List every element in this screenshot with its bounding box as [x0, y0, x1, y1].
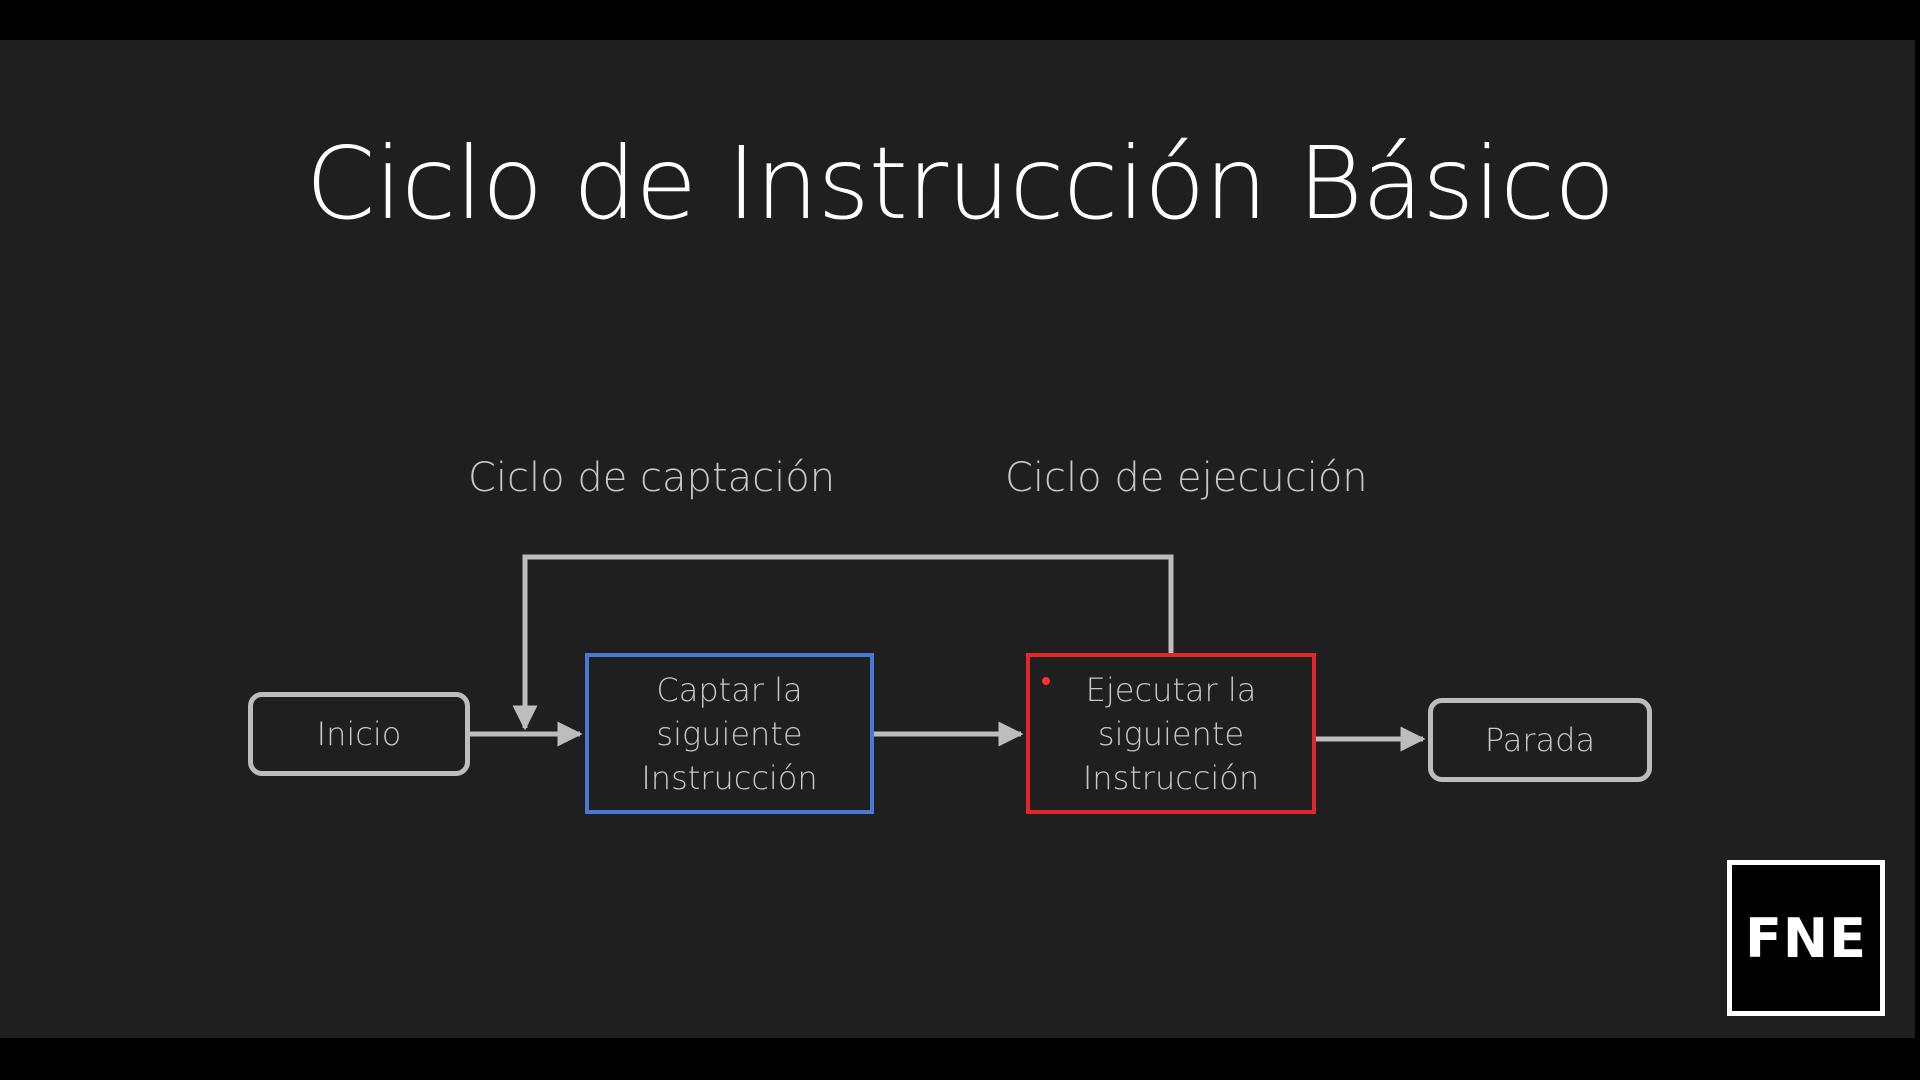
execute-node-line-2: siguiente [1097, 714, 1245, 753]
fetch-node-line-2: siguiente [656, 714, 803, 753]
stop-node-label: Parada [1484, 721, 1596, 759]
stop-node: Parada [1428, 698, 1652, 782]
pointer-dot [1042, 677, 1050, 685]
logo-text: FNE [1745, 906, 1867, 970]
fetch-cycle-label: Ciclo de captación [468, 455, 836, 501]
execute-node-line-3: Instrucción [1082, 758, 1260, 797]
fne-logo: FNE [1727, 860, 1885, 1016]
slide-title: Ciclo de Instrucción Básico [305, 125, 1616, 242]
slide-canvas [0, 40, 1915, 1038]
start-node-label: Inicio [316, 715, 402, 753]
execute-cycle-label: Ciclo de ejecución [1005, 455, 1368, 501]
fetch-node-line-1: Captar la [656, 670, 803, 709]
fetch-instruction-node: Captar la siguiente Instrucción [585, 653, 874, 814]
fetch-node-line-3: Instrucción [641, 758, 818, 797]
start-node: Inicio [248, 692, 470, 776]
execute-instruction-node: Ejecutar la siguiente Instrucción [1026, 653, 1316, 814]
execute-node-line-1: Ejecutar la [1085, 670, 1257, 709]
